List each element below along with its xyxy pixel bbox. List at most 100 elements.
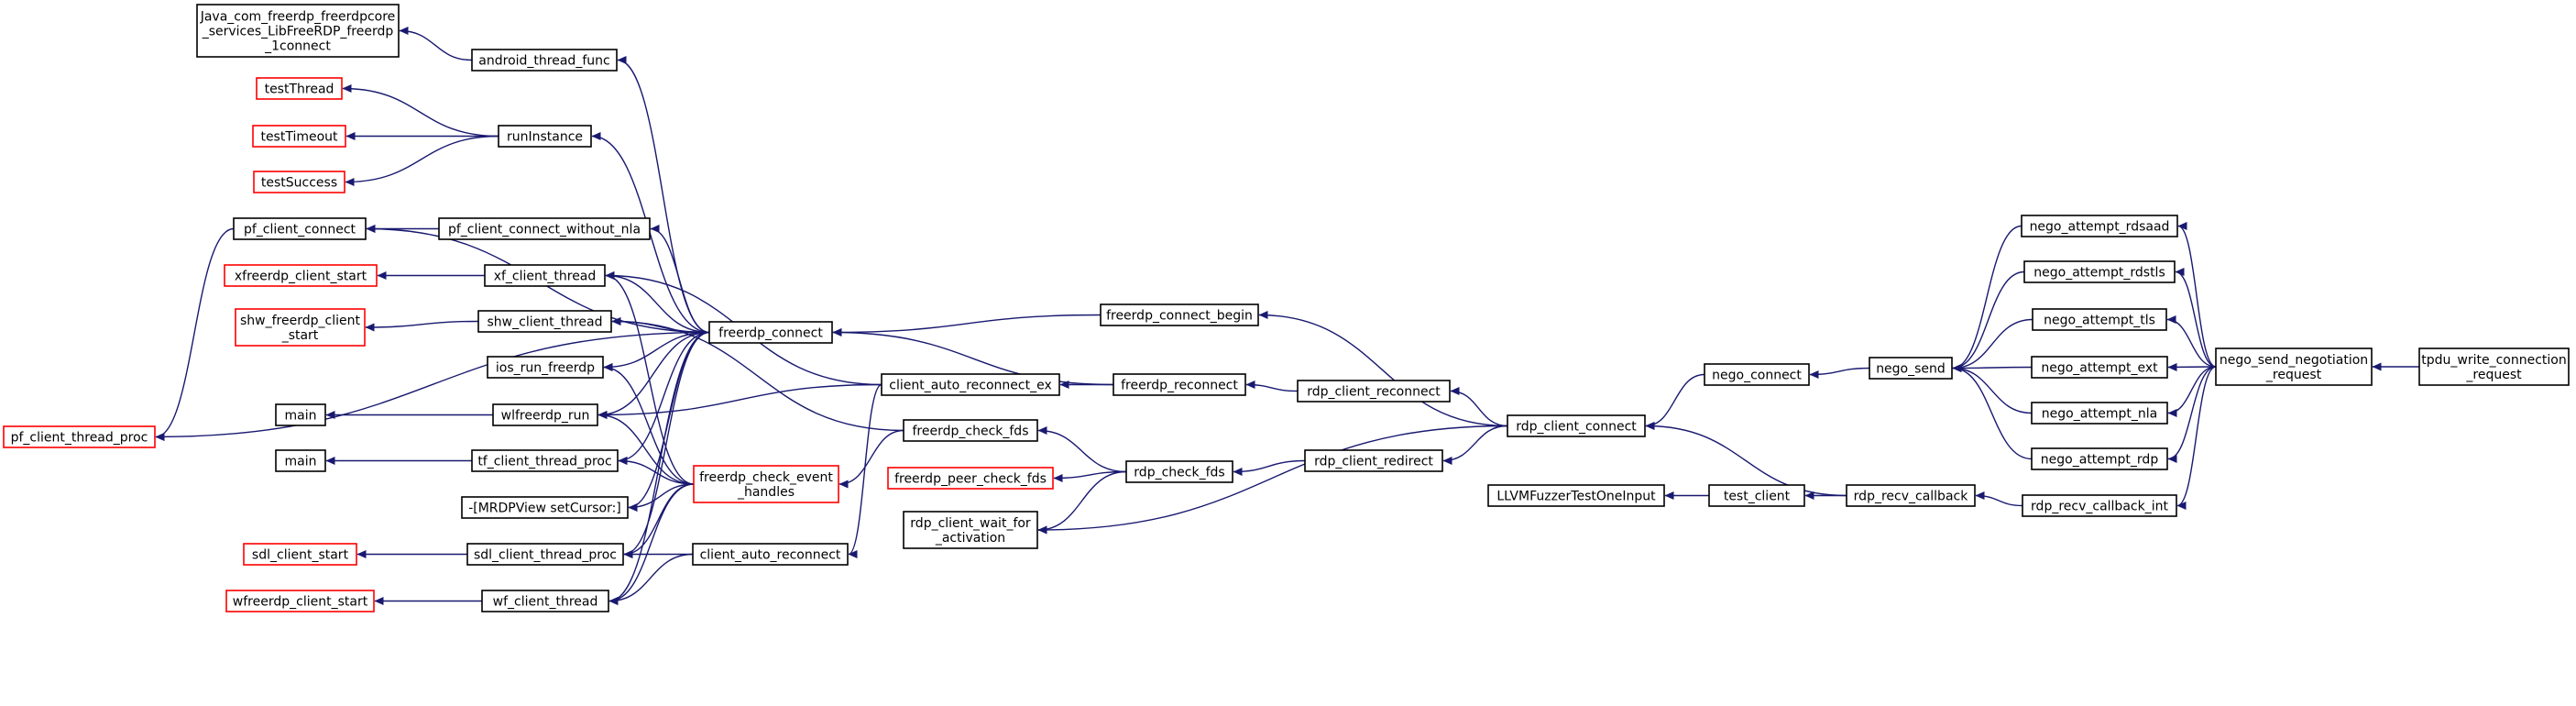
node-box (1846, 484, 1976, 507)
node-rdp_recv_callback_int[interactable]: rdp_recv_callback_int (2022, 494, 2177, 517)
edge-freerdp_check_fds-to-freerdp_check_event_handles (839, 429, 904, 489)
node-nego_attempt_tls[interactable]: nego_attempt_tls (2032, 308, 2167, 331)
node-label: rdp_check_fds (1134, 466, 1224, 480)
edge-nego_connect-to-rdp_client_connect (1645, 373, 1705, 430)
node-label: tpdu_write_connection (2421, 353, 2566, 368)
node-nego_connect[interactable]: nego_connect (1704, 363, 1810, 386)
node-llvmfuzzer[interactable]: LLVMFuzzerTestOneInput (1487, 484, 1665, 507)
edge-nego_send_negotiation_request-to-nego_attempt_ext (2167, 362, 2217, 371)
node-test_client[interactable]: test_client (1708, 484, 1805, 507)
node-box (487, 356, 604, 379)
node-label: freerdp_connect_begin (1106, 309, 1253, 324)
edge-nego_attempt_rdstls-to-nego_send (1952, 270, 2025, 372)
edge-client_auto_reconnect_ex-to-wlfreerdp_run (597, 383, 882, 419)
node-java_connect[interactable]: Java_com_freerdp_freerdpcore_services_Li… (196, 4, 400, 58)
node-tf_client_thread_proc[interactable]: tf_client_thread_proc (471, 449, 619, 472)
node-rdp_client_redirect[interactable]: rdp_client_redirect (1304, 449, 1443, 472)
node-nego_attempt_ext[interactable]: nego_attempt_ext (2031, 356, 2168, 379)
node-label: _services_LibFreeRDP_freerdp (202, 25, 394, 39)
node-rdp_client_connect[interactable]: rdp_client_connect (1507, 414, 1646, 437)
node-label: nego_attempt_tls (2044, 314, 2155, 328)
node-wlfreerdp_run[interactable]: wlfreerdp_run (492, 403, 598, 426)
node-wfreerdp_client_start[interactable]: wfreerdp_client_start (225, 590, 375, 612)
node-pf_client_connect[interactable]: pf_client_connect (233, 217, 367, 240)
node-box (498, 125, 592, 148)
edge-freerdp_check_event_handles-to-wf_client_thread (608, 483, 695, 605)
edge-freerdp_connect_begin-to-freerdp_connect (832, 314, 1102, 336)
node-client_auto_reconnect_ex[interactable]: client_auto_reconnect_ex (881, 373, 1060, 396)
node-box (256, 77, 343, 100)
node-label: pf_client_connect (244, 223, 356, 237)
node-rdp_client_wait_for_activation[interactable]: rdp_client_wait_for_activation (903, 511, 1038, 549)
node-main1[interactable]: main (275, 403, 326, 426)
node-nego_send[interactable]: nego_send (1869, 357, 1953, 380)
node-client_auto_reconnect[interactable]: client_auto_reconnect (692, 543, 849, 566)
node-nego_send_negotiation_request[interactable]: nego_send_negotiation_request (2215, 347, 2373, 386)
node-android_thread_func[interactable]: android_thread_func (471, 49, 618, 72)
node-freerdp_check_fds[interactable]: freerdp_check_fds (903, 419, 1038, 442)
node-rdp_check_fds[interactable]: rdp_check_fds (1125, 460, 1233, 483)
node-label: test_client (1724, 490, 1791, 504)
node-mrdpview[interactable]: -[MRDPView setCursor:] (461, 496, 629, 519)
node-box (471, 449, 619, 472)
node-tpdu_write_connection_request[interactable]: tpdu_write_connection_request (2418, 347, 2570, 386)
node-freerdp_connect_begin[interactable]: freerdp_connect_begin (1100, 303, 1259, 326)
node-box (461, 496, 629, 519)
node-label: _handles (737, 485, 795, 500)
node-label: testThread (265, 83, 334, 97)
edge-nego_send_negotiation_request-to-nego_attempt_rdsaad (2177, 222, 2217, 368)
node-box (235, 308, 366, 347)
node-pf_client_connect_without_nla[interactable]: pf_client_connect_without_nla (438, 217, 651, 240)
edge-nego_attempt_rdsaad-to-nego_send (1952, 225, 2022, 372)
node-box (2031, 402, 2168, 425)
node-testThread[interactable]: testThread (256, 77, 343, 100)
node-xf_client_thread[interactable]: xf_client_thread (484, 264, 606, 287)
node-testSuccess[interactable]: testSuccess (253, 171, 345, 193)
node-box (1704, 363, 1810, 386)
edge-rdp_client_redirect-to-rdp_check_fds (1233, 459, 1306, 476)
node-testTimeout[interactable]: testTimeout (252, 125, 346, 148)
node-label: freerdp_peer_check_fds (894, 472, 1047, 487)
node-shw_freerdp_client_start[interactable]: shw_freerdp_client_start (235, 308, 366, 347)
node-rdp_client_reconnect[interactable]: rdp_client_reconnect (1297, 380, 1451, 403)
node-sdl_client_start[interactable]: sdl_client_start (243, 543, 357, 566)
edge-shw_client_thread-to-shw_freerdp_client_start (365, 320, 479, 332)
node-freerdp_reconnect[interactable]: freerdp_reconnect (1113, 373, 1246, 396)
node-nego_attempt_rdp[interactable]: nego_attempt_rdp (2031, 447, 2168, 470)
node-box (1507, 414, 1646, 437)
edge-rdp_check_fds-to-rdp_client_wait_for_activation (1037, 470, 1127, 535)
node-pf_client_thread_proc[interactable]: pf_client_thread_proc (3, 425, 156, 448)
node-rdp_recv_callback[interactable]: rdp_recv_callback (1846, 484, 1976, 507)
node-label: sdl_client_start (252, 548, 349, 563)
node-xfreerdp_client_start[interactable]: xfreerdp_client_start (224, 264, 378, 287)
node-freerdp_connect[interactable]: freerdp_connect (708, 321, 833, 344)
node-label: wf_client_thread (493, 595, 598, 610)
node-box (1297, 380, 1451, 403)
node-label: nego_send (1876, 362, 1946, 377)
node-freerdp_check_event_handles[interactable]: freerdp_check_event_handles (693, 465, 839, 503)
node-shw_client_thread[interactable]: shw_client_thread (477, 310, 612, 333)
edge-nego_attempt_tls-to-nego_send (1952, 318, 2033, 372)
node-ios_run_freerdp[interactable]: ios_run_freerdp (487, 356, 604, 379)
edge-freerdp_check_fds-to-shw_client_thread (611, 317, 904, 432)
node-label: rdp_client_connect (1516, 420, 1637, 435)
node-label: client_auto_reconnect_ex (889, 379, 1051, 393)
node-main2[interactable]: main (275, 449, 326, 472)
node-box (2418, 347, 2570, 386)
node-box (275, 403, 326, 426)
node-freerdp_peer_check_fds[interactable]: freerdp_peer_check_fds (887, 467, 1054, 490)
node-box (1125, 460, 1233, 483)
node-runInstance[interactable]: runInstance (498, 125, 592, 148)
node-nego_attempt_nla[interactable]: nego_attempt_nla (2031, 402, 2168, 425)
node-label: nego_attempt_rdstls (2033, 266, 2165, 281)
node-box (252, 125, 346, 148)
edge-freerdp_connect-to-pf_client_connect_without_nla (650, 225, 710, 334)
node-nego_attempt_rdsaad[interactable]: nego_attempt_rdsaad (2021, 215, 2178, 237)
node-wf_client_thread[interactable]: wf_client_thread (481, 590, 609, 612)
node-box (275, 449, 326, 472)
node-box (3, 425, 156, 448)
node-sdl_client_thread_proc[interactable]: sdl_client_thread_proc (466, 543, 624, 566)
node-nego_attempt_rdstls[interactable]: nego_attempt_rdstls (2023, 260, 2176, 283)
node-label: _activation (935, 531, 1005, 546)
edge-freerdp_check_event_handles-to-wlfreerdp_run (597, 411, 695, 485)
